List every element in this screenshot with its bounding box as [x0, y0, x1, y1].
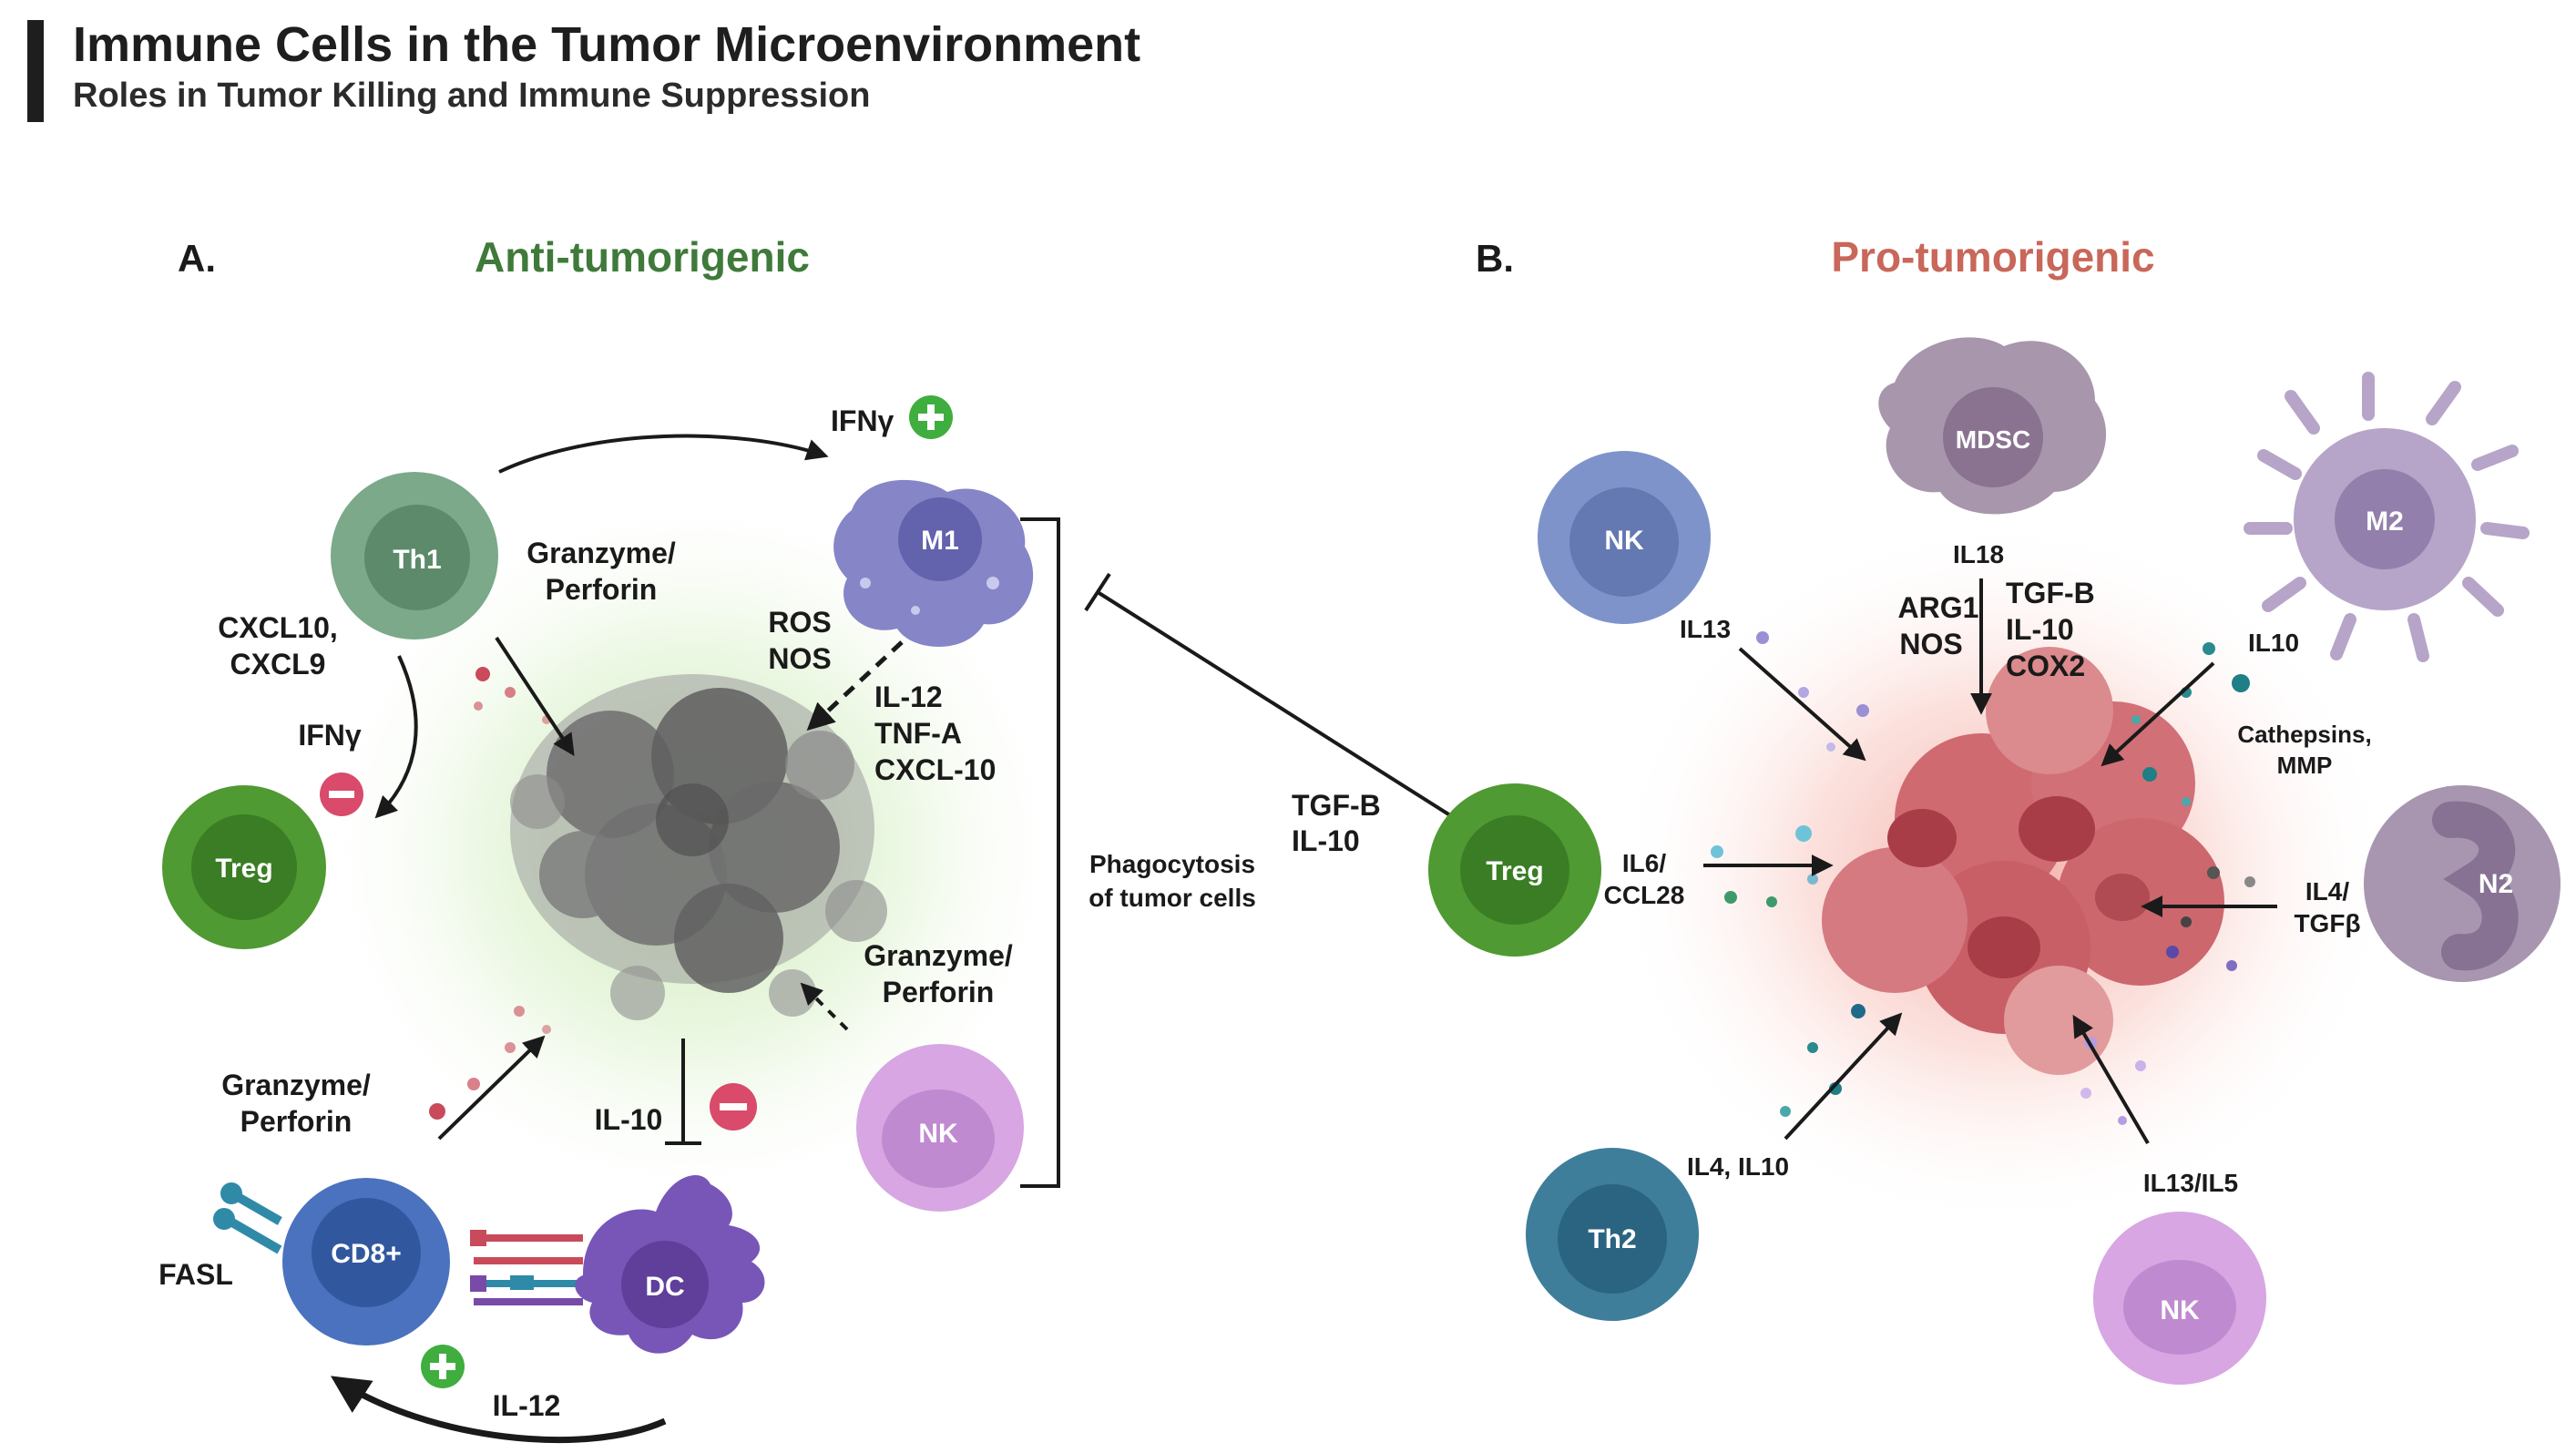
nos-label: NOS: [768, 642, 831, 675]
th1-to-treg-arrow: [374, 655, 418, 819]
il10-right-label: IL10: [2248, 629, 2299, 657]
m2-label: M2: [2366, 507, 2404, 537]
cd8-label: CD8+: [331, 1239, 402, 1269]
th2-cell: [1526, 1148, 1699, 1321]
panel-a-letter: A.: [178, 237, 216, 280]
tnfa-label: TNF-A: [874, 717, 962, 750]
il6-label-1: IL6/: [1622, 849, 1666, 877]
granzyme-top-arrow: [495, 636, 575, 757]
il13-arrow: [1738, 647, 1866, 762]
cathepsins-label-2: MMP: [2277, 752, 2333, 779]
ifn-gamma-left: IFNγ: [298, 719, 362, 752]
panel-b-heading: Pro-tumorigenic: [1831, 233, 2154, 281]
granzyme-top-2: Perforin: [546, 573, 658, 606]
dendritic-cell: [575, 1175, 765, 1354]
m1-macrophage: [833, 479, 1034, 647]
nk-bottom-label: NK: [2160, 1295, 2200, 1325]
treg-a-label: Treg: [215, 854, 272, 884]
cathepsins-label-1: Cathepsins,: [2237, 721, 2371, 748]
ifn-gamma-top: IFNγ: [831, 404, 894, 437]
minus-icon: [710, 1083, 757, 1131]
granzyme-right-1: Granzyme/: [864, 939, 1013, 972]
panel-b-letter: B.: [1476, 237, 1514, 280]
granzyme-left-1: Granzyme/: [221, 1069, 371, 1101]
dying-tumor-mass: [510, 674, 887, 1020]
phagocytosis-bracket: [1020, 517, 1060, 1188]
page-subtitle: Roles in Tumor Killing and Immune Suppre…: [73, 77, 871, 115]
minus-icon: [320, 773, 363, 816]
n2-label: N2: [2479, 869, 2513, 899]
dc-label: DC: [645, 1272, 684, 1302]
n2-neutrophil: [2364, 785, 2561, 982]
treg-cell-a: [162, 785, 326, 949]
cxcl-label-1: CXCL10,: [218, 611, 338, 644]
page-title: Immune Cells in the Tumor Microenvironme…: [73, 17, 1141, 72]
header-accent-bar: [27, 20, 44, 122]
il10-b-label: IL-10: [2006, 613, 2074, 646]
th2-arrow: [1784, 1012, 1903, 1141]
treg-cell-b: [1428, 783, 1601, 957]
cxcl-label-2: CXCL9: [230, 648, 326, 680]
cxcl10-label: CXCL-10: [874, 753, 996, 786]
nk-cell-top: [1538, 451, 1711, 624]
plus-icon: [909, 395, 953, 439]
granzyme-right-2: Perforin: [883, 976, 995, 1008]
th2-label: Th2: [1588, 1224, 1636, 1254]
tcr-mhc-interaction: [470, 1230, 583, 1305]
th1-to-m1-arrow: [498, 434, 829, 474]
tumor-cluster: [1822, 647, 2224, 1075]
il10-arrow: [2101, 661, 2215, 767]
center-il10: IL-10: [1292, 824, 1360, 857]
mdsc-label: MDSC: [1956, 425, 2030, 454]
il18-label: IL18: [1953, 540, 2004, 568]
il6-label-2: CCL28: [1604, 881, 1685, 909]
treg-inhibit-bar: [1084, 572, 1111, 612]
m2-macrophage: [2244, 372, 2530, 662]
cd8-t-cell: [213, 1178, 450, 1346]
il12-label: IL-12: [874, 680, 943, 713]
mdsc-cell: [1878, 337, 2107, 515]
th1-label: Th1: [393, 545, 441, 575]
nk-a-label: NK: [918, 1119, 958, 1149]
il13-label: IL13: [1680, 615, 1731, 643]
fasl-label: FASL: [158, 1258, 233, 1291]
il4-il10-label: IL4, IL10: [1687, 1152, 1789, 1181]
ros-label: ROS: [768, 606, 831, 639]
granzyme-left-2: Perforin: [240, 1105, 353, 1138]
nk-bottom-arrow: [2072, 1014, 2150, 1145]
center-tgfb: TGF-B: [1292, 789, 1381, 822]
phagocytosis-label-1: Phagocytosis: [1089, 850, 1255, 878]
il10-label: IL-10: [595, 1103, 663, 1136]
nk-top-label: NK: [1604, 526, 1644, 556]
m1-label: M1: [921, 526, 959, 556]
nk-cell-a: [856, 1044, 1024, 1212]
nos-b-label: NOS: [1899, 628, 1962, 660]
arg1-label: ARG1: [1898, 591, 1979, 624]
treg-b-label: Treg: [1486, 856, 1543, 886]
plus-icon: [421, 1345, 465, 1388]
il4-label-2: TGFβ: [2294, 909, 2360, 937]
treg-inhibit-line: [1096, 590, 1452, 817]
il12-bottom-label: IL-12: [493, 1389, 561, 1422]
dc-to-cd8-arrow: [330, 1376, 667, 1444]
nk-cell-bottom: [2093, 1212, 2266, 1385]
tgfb-b-label: TGF-B: [2006, 577, 2095, 609]
th1-cell: [331, 472, 498, 640]
il4-label-1: IL4/: [2305, 877, 2349, 906]
panel-a-heading: Anti-tumorigenic: [475, 233, 810, 281]
cox2-label: COX2: [2006, 650, 2085, 682]
phagocytosis-label-2: of tumor cells: [1089, 884, 1256, 912]
cd8-granzyme-arrow: [437, 1035, 546, 1141]
il13-il5-label: IL13/IL5: [2143, 1169, 2238, 1197]
granzyme-top-1: Granzyme/: [526, 537, 676, 569]
